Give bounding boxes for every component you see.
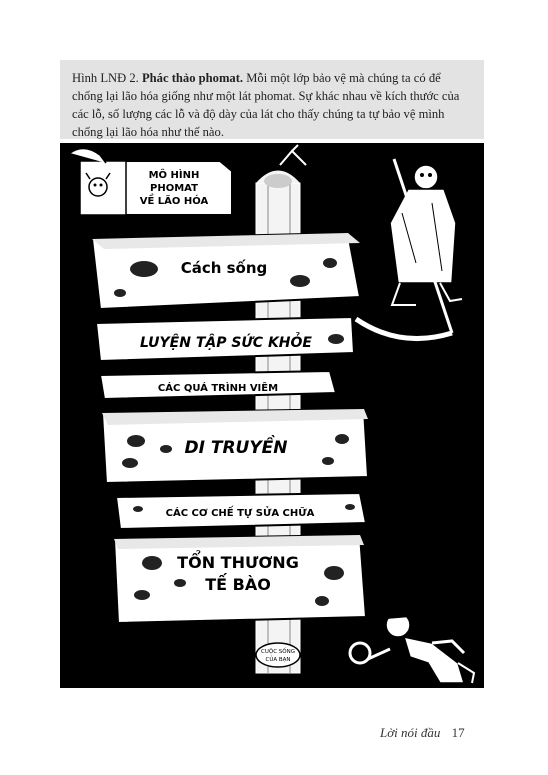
- your-life-tag: CUỘC SỐNG CỦA BẠN: [255, 642, 301, 668]
- tag-line-1: CUỘC SỐNG: [261, 647, 295, 655]
- slice-label-exercise: LUYỆN TẬP SỨC KHỎE: [140, 332, 312, 351]
- section-title: Lời nói đầu: [380, 725, 441, 740]
- box-label-line-2: PHOMAT: [150, 183, 198, 194]
- cheese-model-illustration: MÔ HÌNH PHOMAT VỀ LÃO HÓA Cách sống: [60, 143, 484, 688]
- figure-caption: Hình LNĐ 2. Phác thảo phomat. Mỗi một lớ…: [60, 60, 484, 139]
- figure-label: Hình LNĐ 2.: [72, 71, 139, 85]
- grim-reaper-figure: [354, 158, 463, 342]
- slice-label-cell-damage-1: TỔN THƯƠNG: [177, 550, 299, 572]
- tag-line-2: CỦA BẠN: [265, 655, 290, 663]
- slice-label-repair: CÁC CƠ CHẾ TỰ SỬA CHỮA: [166, 504, 315, 519]
- slice-label-inflammation: CÁC QUÁ TRÌNH VIÊM: [158, 381, 278, 394]
- page-number: 17: [451, 725, 465, 740]
- cheese-slice-cell-damage: TỔN THƯƠNG TẾ BÀO: [112, 533, 368, 625]
- slice-label-genetics: DI TRUYỀN: [185, 434, 288, 458]
- figure-title: Phác thảo phomat.: [141, 71, 244, 85]
- cheese-model-box: MÔ HÌNH PHOMAT VỀ LÃO HÓA: [69, 147, 233, 216]
- page-footer: Lời nói đầu 17: [380, 725, 490, 741]
- box-label-line-3: VỀ LÃO HÓA: [140, 193, 209, 207]
- person-with-magnifier: [348, 609, 476, 684]
- illustration-svg: MÔ HÌNH PHOMAT VỀ LÃO HÓA Cách sống: [60, 143, 484, 688]
- figure-caption-text: Mỗi một lớp bảo vệ mà chúng ta có để chố…: [72, 71, 460, 139]
- cheese-slice-repair: CÁC CƠ CHẾ TỰ SỬA CHỮA: [114, 491, 368, 531]
- cheese-slice-inflammation: CÁC QUÁ TRÌNH VIÊM: [98, 369, 338, 401]
- slice-label-lifestyle: Cách sống: [181, 258, 268, 277]
- cheese-slice-exercise: LUYỆN TẬP SỨC KHỎE: [94, 315, 356, 363]
- cheese-slice-genetics: DI TRUYỀN: [100, 407, 370, 485]
- cheese-slice-lifestyle: Cách sống: [90, 231, 362, 311]
- slice-label-cell-damage-2: TẾ BÀO: [205, 573, 271, 594]
- box-label-line-1: MÔ HÌNH: [149, 168, 200, 181]
